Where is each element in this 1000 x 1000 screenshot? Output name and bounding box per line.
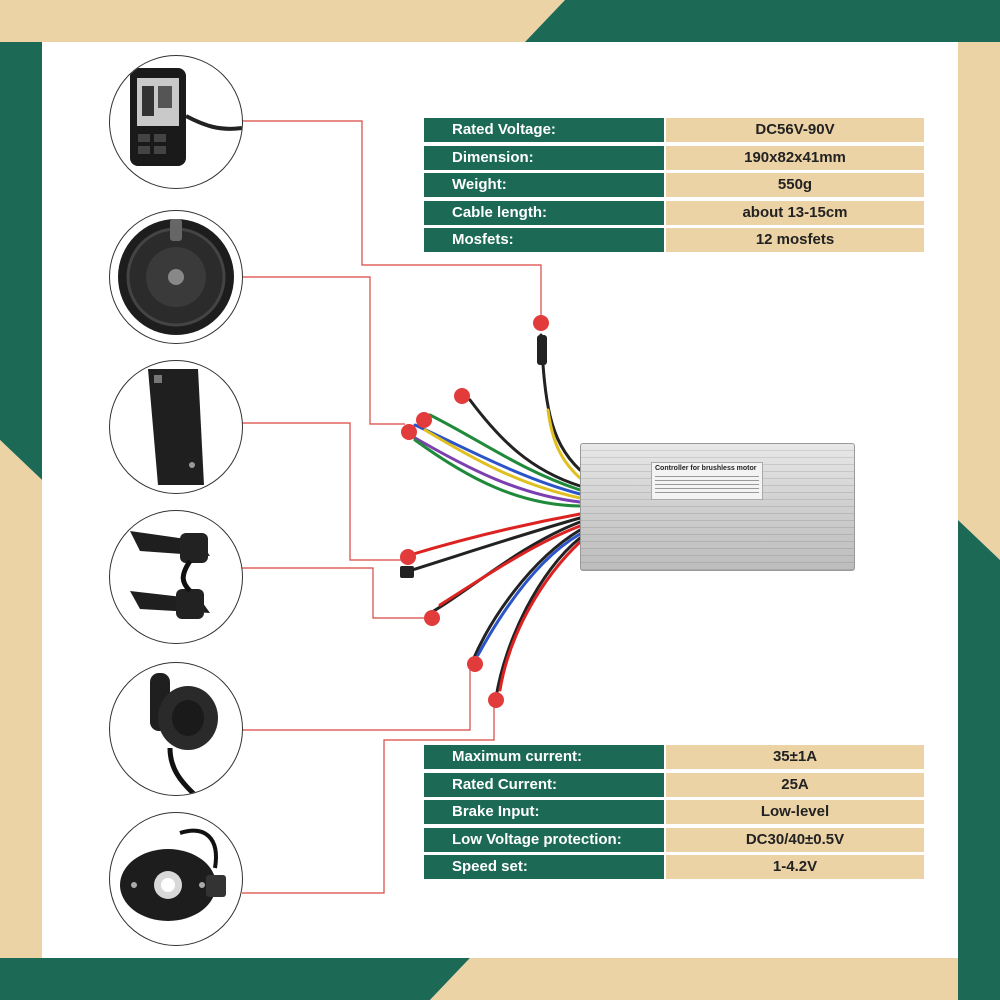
bottom-spec-table: Maximum current: 35±1A Rated Current: 25… (424, 745, 924, 883)
spec-row-weight: Weight: 550g (424, 173, 924, 197)
spec-value: 190x82x41mm (666, 145, 924, 170)
spec-value: 35±1A (666, 745, 924, 769)
spec-label: Mosfets: (424, 228, 664, 252)
controller-label-text: Controller for brushless motor (655, 465, 757, 472)
controller-label-plate: Controller for brushless motor (651, 462, 763, 500)
spec-row-rated-current: Rated Current: 25A (424, 772, 924, 797)
accessory-lcd-display (109, 55, 243, 189)
spec-row-cable-length: Cable length: about 13-15cm (424, 200, 924, 225)
spec-row-mosfets: Mosfets: 12 mosfets (424, 228, 924, 252)
spec-row-low-voltage-protection: Low Voltage protection: DC30/40±0.5V (424, 827, 924, 852)
spec-label: Brake Input: (424, 800, 664, 824)
spec-value: Low-level (666, 800, 924, 824)
spec-value: 1-4.2V (666, 855, 924, 879)
spec-value: DC56V-90V (666, 118, 924, 142)
spec-label: Speed set: (424, 855, 664, 879)
accessory-battery (109, 360, 243, 494)
spec-value: DC30/40±0.5V (666, 827, 924, 852)
spec-label: Low Voltage protection: (424, 827, 664, 852)
hub-motor-icon (118, 219, 234, 335)
accessory-thumb-throttle (109, 662, 243, 796)
spec-label: Weight: (424, 173, 664, 197)
spec-row-maximum-current: Maximum current: 35±1A (424, 745, 924, 769)
accessory-hub-motor (109, 210, 243, 344)
thumb-throttle-icon (150, 673, 218, 795)
accessory-pas-sensor (109, 812, 243, 946)
spec-value: about 13-15cm (666, 200, 924, 225)
spec-value: 12 mosfets (666, 228, 924, 252)
pas-sensor-icon (120, 828, 226, 921)
lcd-display-icon (130, 68, 242, 166)
spec-label: Rated Current: (424, 772, 664, 797)
spec-label: Maximum current: (424, 745, 664, 769)
accessory-brake-lever (109, 510, 243, 644)
spec-row-rated-voltage: Rated Voltage: DC56V-90V (424, 118, 924, 142)
spec-value: 550g (666, 173, 924, 197)
controller-box: Controller for brushless motor (580, 443, 855, 571)
controller-label-lines (655, 476, 759, 494)
brake-lever-icon (130, 531, 210, 619)
battery-icon (148, 369, 204, 485)
spec-value: 25A (666, 772, 924, 797)
spec-row-speed-set: Speed set: 1-4.2V (424, 855, 924, 879)
top-spec-table: Rated Voltage: DC56V-90V Dimension: 190x… (424, 118, 924, 256)
spec-label: Rated Voltage: (424, 118, 664, 142)
spec-label: Cable length: (424, 200, 664, 225)
spec-row-dimension: Dimension: 190x82x41mm (424, 145, 924, 170)
spec-row-brake-input: Brake Input: Low-level (424, 800, 924, 824)
spec-label: Dimension: (424, 145, 664, 170)
